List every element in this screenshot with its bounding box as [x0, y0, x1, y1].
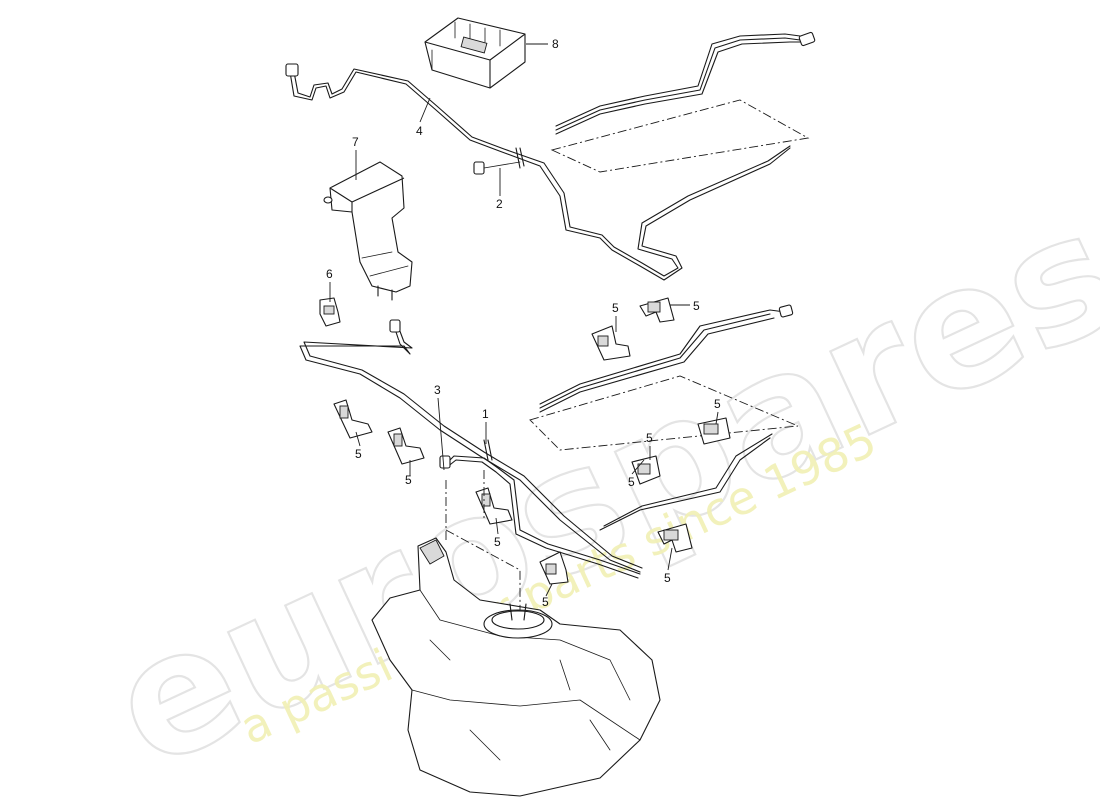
middle-lines — [529, 304, 799, 531]
clip-5g — [631, 455, 661, 485]
callout-1: 1 — [482, 407, 489, 421]
callout-5-c: 5 — [355, 447, 362, 461]
callout-5-g: 5 — [628, 475, 635, 489]
clip-5b — [387, 427, 425, 465]
clip-5i — [657, 523, 693, 553]
part-6-connector — [319, 297, 341, 327]
clip-5f — [639, 297, 675, 323]
callout-5-j: 5 — [664, 571, 671, 585]
part-8-canister — [424, 17, 526, 89]
part-4-fuel-line — [285, 63, 791, 281]
clip-5a — [333, 399, 373, 439]
callout-5-d: 5 — [405, 473, 412, 487]
fuel-tank — [371, 537, 661, 797]
callout-5-a: 5 — [612, 301, 619, 315]
clip-5d — [539, 551, 569, 585]
callout-2: 2 — [496, 197, 503, 211]
callout-8: 8 — [552, 37, 559, 51]
callout-5-i: 5 — [714, 397, 721, 411]
callout-5-e: 5 — [494, 535, 501, 549]
part-5-clips — [333, 297, 731, 585]
callout-5-f: 5 — [542, 595, 549, 609]
part-1-branch-line — [439, 439, 641, 579]
callout-5-h: 5 — [646, 431, 653, 445]
callout-3: 3 — [434, 383, 441, 397]
callout-5-b: 5 — [693, 299, 700, 313]
callout-leaders — [329, 43, 719, 597]
clip-5e — [591, 325, 631, 361]
callouts: 8 7 4 2 6 3 1 5 5 5 5 5 5 5 5 5 5 — [326, 37, 721, 609]
part-3-fuel-line — [299, 319, 643, 573]
callout-4: 4 — [416, 124, 423, 138]
upper-rear-lines — [550, 31, 816, 173]
callout-6: 6 — [326, 267, 333, 281]
mounting-guides — [445, 470, 521, 610]
callout-7: 7 — [352, 135, 359, 149]
clip-5c — [475, 487, 513, 525]
part-7-filter — [323, 161, 413, 301]
